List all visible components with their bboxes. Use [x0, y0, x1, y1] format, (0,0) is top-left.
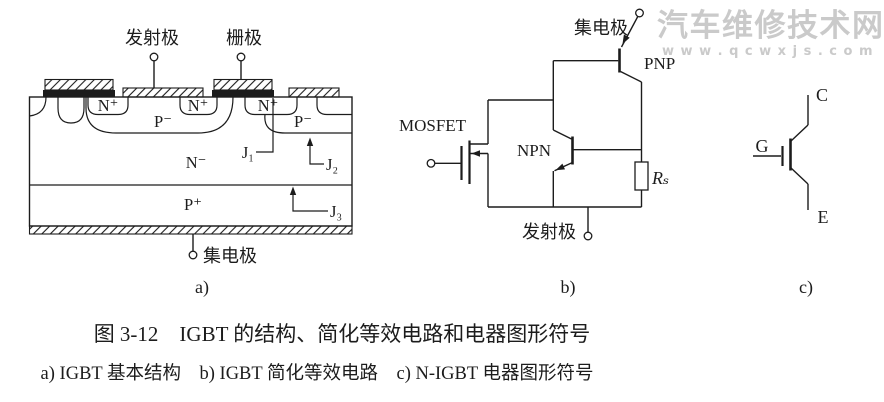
panel-c-label: c): [799, 277, 813, 298]
collector-terminal: 集电极: [188, 234, 257, 266]
gate-electrode-right: [212, 78, 274, 97]
symbol-c-label: C: [816, 85, 828, 105]
svg-text:栅极: 栅极: [226, 28, 262, 48]
figure-caption: 图 3-12 IGBT 的结构、简化等效电路和电器图形符号 a) IGBT 基本…: [41, 322, 594, 384]
pnp-emitter-arrow: [622, 34, 630, 44]
mosfet-symbol: MOSFET: [399, 116, 488, 184]
collector-metal: [28, 225, 353, 235]
circuit-wires: [487, 60, 643, 208]
gate-terminal: 栅极: [226, 28, 262, 80]
caption-title: 图 3-12 IGBT 的结构、简化等效电路和电器图形符号: [94, 322, 591, 346]
emitter-terminal: 发射极: [125, 28, 179, 88]
n-plus-label-1: N⁺: [98, 96, 119, 115]
svg-text:集电极: 集电极: [574, 18, 628, 38]
igbt-structure-diagram: N⁺ N⁺ N⁺ P⁻ P⁻ N⁻ P⁺ J₁ J₂ J₃ 发射极 栅极: [28, 28, 353, 298]
n-plus-label-2: N⁺: [188, 96, 209, 115]
npn-transistor: NPN: [517, 129, 642, 172]
symbol-g-label: G: [756, 136, 769, 156]
igbt-symbol-diagram: C G E c): [753, 85, 829, 298]
watermark-site-url: w w w . q c w x j s . c o m: [662, 44, 874, 59]
svg-text:J₁: J₁: [242, 143, 254, 162]
junction-j1: J₁: [242, 98, 274, 162]
n-minus-label: N⁻: [186, 153, 207, 172]
svg-text:J₂: J₂: [326, 155, 338, 174]
pnp-transistor: PNP: [553, 48, 675, 83]
circuit-emitter-terminal: 发射极: [522, 207, 593, 242]
junction-j3: J₃: [289, 186, 342, 221]
symbol-e-label: E: [818, 207, 829, 227]
rs-label: Rₛ: [651, 168, 669, 188]
panel-a-label: a): [195, 277, 209, 298]
panel-b-label: b): [561, 277, 576, 298]
rs-resistor: Rₛ: [634, 161, 669, 191]
p-plus-label: P⁺: [184, 195, 202, 214]
watermark: 汽车维修技术网 w w w . q c w x j s . c o m: [657, 8, 884, 59]
p-well-boundaries: [29, 96, 352, 134]
gate-electrode-left: [43, 78, 115, 97]
pnp-label: PNP: [644, 54, 675, 73]
circuit-collector-terminal: 集电极: [574, 8, 644, 48]
p-minus-label-2: P⁻: [294, 112, 312, 131]
mosfet-label: MOSFET: [399, 116, 467, 135]
svg-text:集电极: 集电极: [203, 246, 257, 266]
n-plus-label-3: N⁺: [258, 96, 279, 115]
caption-subtitle: a) IGBT 基本结构 b) IGBT 简化等效电路 c) N-IGBT 电器…: [41, 363, 594, 384]
svg-text:发射极: 发射极: [125, 28, 179, 48]
npn-emitter-arrow: [555, 163, 565, 171]
svg-text:J₃: J₃: [330, 202, 342, 221]
equivalent-circuit-diagram: 集电极 PNP: [399, 8, 675, 298]
emitter-metal-electrode: [122, 87, 204, 98]
npn-label: NPN: [517, 141, 551, 160]
circuit-gate-terminal: [426, 158, 436, 168]
p-minus-label-1: P⁻: [154, 112, 172, 131]
svg-text:发射极: 发射极: [522, 222, 576, 242]
watermark-site-name: 汽车维修技术网: [657, 8, 884, 44]
emitter-metal-electrode-2: [288, 87, 340, 98]
mosfet-source-arrow: [471, 150, 480, 157]
junction-j2: J₂: [306, 137, 338, 174]
